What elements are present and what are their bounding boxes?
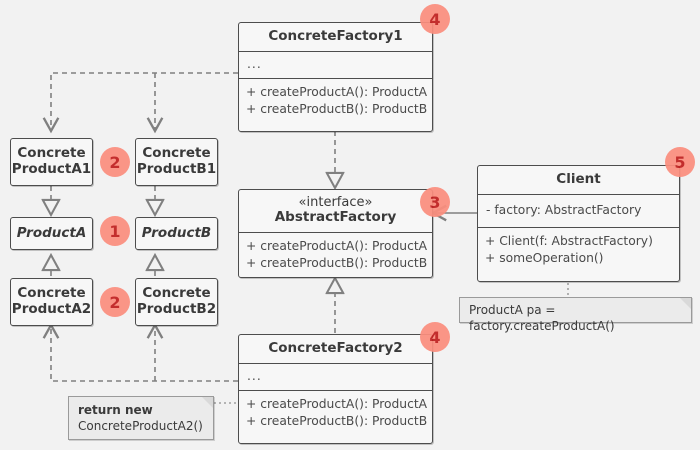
label-line-2: ProductA1 [11, 161, 92, 177]
class-methods-concretefactory1: + createProductA(): ProductA + createPro… [239, 79, 432, 124]
class-fields-concretefactory1: ... [239, 52, 432, 80]
dependency-cf2-to-products [42, 322, 238, 382]
badge-abstract-factory[interactable]: 3 [420, 187, 450, 217]
badge-product-interfaces[interactable]: 1 [100, 216, 130, 246]
badge-label: 4 [429, 9, 441, 29]
class-box-concretefactory1[interactable]: ConcreteFactory1 ... + createProductA():… [238, 22, 433, 132]
label-line-1: Concrete [142, 145, 211, 162]
class-title-concretefactory1: ConcreteFactory1 [239, 23, 432, 52]
class-box-concreteproducta1[interactable]: Concrete ProductA1 [10, 138, 93, 186]
note-line-plain: ConcreteProductA2() [78, 418, 203, 433]
badge-concrete-factory-2[interactable]: 4 [420, 322, 450, 352]
badge-concrete-products-top[interactable]: 2 [100, 147, 130, 177]
note-client-usage[interactable]: ProductA pa = factory.createProductA() [459, 297, 692, 333]
label-line-2: ProductB1 [136, 161, 217, 177]
badge-label: 5 [674, 152, 686, 172]
class-box-concreteproductb2[interactable]: Concrete ProductB2 [135, 278, 218, 326]
badge-label: 2 [109, 292, 121, 312]
method-createproductb: + createProductB(): ProductB [246, 256, 428, 271]
class-methods-concretefactory2: + createProductA(): ProductA + createPro… [239, 391, 432, 436]
note-fold-corner-icon [680, 298, 691, 309]
note-text: ProductA pa = factory.createProductA() [469, 303, 615, 333]
label-line-1: Concrete [17, 285, 86, 302]
class-name-concreteproducta1: Concrete ProductA1 [12, 146, 91, 177]
class-name-concreteproductb2: Concrete ProductB2 [137, 286, 216, 317]
method-createproductb: + createProductB(): ProductB [246, 102, 428, 117]
class-name-abstractfactory: AbstractFactory [274, 209, 397, 226]
method-someoperation: + someOperation() [485, 250, 604, 265]
note-fold-corner-icon [202, 397, 213, 408]
class-box-abstractfactory[interactable]: «interface» AbstractFactory + createProd… [238, 189, 433, 278]
class-name-productb: ProductB [141, 224, 212, 241]
class-methods-client: + Client(f: AbstractFactory) + someOpera… [478, 228, 679, 273]
class-box-productb[interactable]: ProductB [135, 217, 218, 250]
dependency-cf1-to-products [42, 72, 238, 134]
class-title-concretefactory2: ConcreteFactory2 [239, 335, 432, 364]
class-fields-concretefactory2: ... [239, 364, 432, 392]
method-createproducta: + createProductA(): ProductA [246, 239, 428, 254]
badge-label: 4 [429, 327, 441, 347]
note-return-new[interactable]: return new ConcreteProductA2() [68, 396, 214, 440]
class-box-concretefactory2[interactable]: ConcreteFactory2 ... + createProductA():… [238, 334, 433, 444]
label-line-1: Concrete [142, 285, 211, 302]
badge-concrete-products-bottom[interactable]: 2 [100, 287, 130, 317]
badge-label: 2 [109, 152, 121, 172]
class-box-concreteproductb1[interactable]: Concrete ProductB1 [135, 138, 218, 186]
method-createproducta: + createProductA(): ProductA [246, 397, 428, 412]
class-box-producta[interactable]: ProductA [10, 217, 93, 250]
note-line-bold: return new [78, 403, 153, 417]
class-title-abstractfactory: «interface» AbstractFactory [239, 190, 432, 234]
class-name-concreteproducta2: Concrete ProductA2 [12, 286, 91, 317]
badge-label: 3 [429, 192, 441, 212]
label-line-2: ProductA2 [11, 301, 92, 317]
method-createproductb: + createProductB(): ProductB [246, 414, 428, 429]
class-methods-abstractfactory: + createProductA(): ProductA + createPro… [239, 233, 432, 278]
class-box-concreteproducta2[interactable]: Concrete ProductA2 [10, 278, 93, 326]
class-title-client: Client [478, 166, 679, 195]
class-fields-client: - factory: AbstractFactory [478, 195, 679, 228]
field-factory: - factory: AbstractFactory [486, 202, 642, 217]
stereotype-interface: «interface» [298, 195, 373, 210]
method-createproducta: + createProductA(): ProductA [246, 85, 428, 100]
class-name-concreteproductb1: Concrete ProductB1 [137, 146, 216, 177]
badge-concrete-factory-1[interactable]: 4 [420, 4, 450, 34]
label-line-1: Concrete [17, 145, 86, 162]
badge-label: 1 [109, 221, 121, 241]
method-client-ctor: + Client(f: AbstractFactory) [485, 233, 653, 248]
class-box-client[interactable]: Client - factory: AbstractFactory + Clie… [477, 165, 680, 282]
label-line-2: ProductB2 [136, 301, 217, 317]
class-name-producta: ProductA [16, 224, 87, 241]
badge-client[interactable]: 5 [665, 147, 695, 177]
